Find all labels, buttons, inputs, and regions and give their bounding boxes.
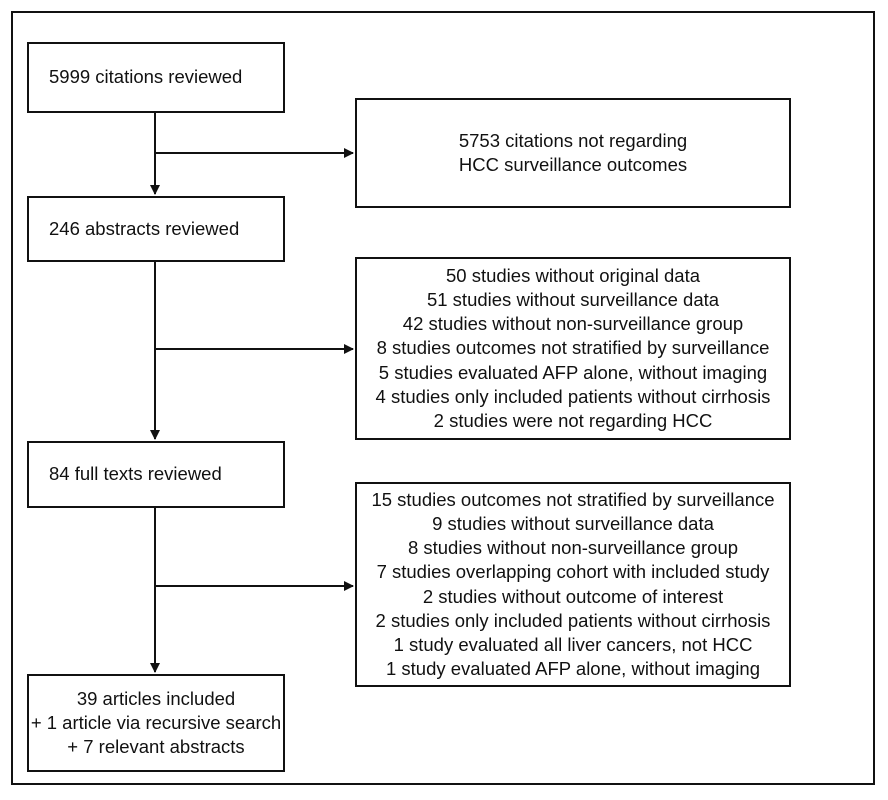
step-line: 246 abstracts reviewed	[49, 217, 240, 239]
step-citations-reviewed: 5999 citations reviewed	[27, 42, 285, 113]
exclusion-line: 2 studies only included patients without…	[375, 609, 771, 631]
exclusion-line: 50 studies without original data	[445, 265, 701, 287]
step-full-texts-reviewed: 84 full texts reviewed	[27, 441, 285, 508]
exclusion-line: 5 studies evaluated AFP alone, without i…	[378, 361, 768, 383]
step-line: + 7 relevant abstracts	[67, 736, 245, 758]
exclusion-line: 5753 citations not regarding	[458, 129, 688, 151]
step-line: 39 articles included	[76, 687, 236, 709]
exclusion-line: 2 studies were not regarding HCC	[433, 409, 713, 431]
step-line: + 1 article via recursive search	[30, 711, 282, 733]
exclusion-line: HCC surveillance outcomes	[458, 154, 688, 175]
exclusion-line: 8 studies outcomes not stratified by sur…	[376, 337, 770, 359]
exclusion-line: 51 studies without surveillance data	[426, 289, 720, 311]
exclusion-line: 7 studies overlapping cohort with includ…	[376, 561, 770, 583]
exclusion-line: 9 studies without surveillance data	[432, 513, 714, 535]
exclusion-line: 15 studies outcomes not stratified by su…	[371, 489, 775, 511]
step-articles-included: 39 articles included + 1 article via rec…	[27, 674, 285, 772]
exclusion-box-abstracts: 50 studies without original data 51 stud…	[355, 257, 791, 440]
exclusion-line: 2 studies without outcome of interest	[422, 585, 724, 607]
exclusion-line: 4 studies only included patients without…	[375, 385, 771, 407]
step-abstracts-reviewed: 246 abstracts reviewed	[27, 196, 285, 262]
exclusion-line: 42 studies without non-surveillance grou…	[402, 313, 744, 335]
exclusion-line: 8 studies without non-surveillance group	[407, 537, 739, 559]
exclusion-box-full-texts: 15 studies outcomes not stratified by su…	[355, 482, 791, 687]
step-line: 84 full texts reviewed	[49, 463, 222, 485]
step-line: 5999 citations reviewed	[49, 66, 243, 88]
exclusion-line: 1 study evaluated AFP alone, without ima…	[385, 657, 760, 679]
exclusion-line: 1 study evaluated all liver cancers, not…	[393, 633, 753, 655]
exclusion-box-citations: 5753 citations not regarding HCC surveil…	[355, 98, 791, 208]
diagram-frame	[11, 11, 875, 785]
